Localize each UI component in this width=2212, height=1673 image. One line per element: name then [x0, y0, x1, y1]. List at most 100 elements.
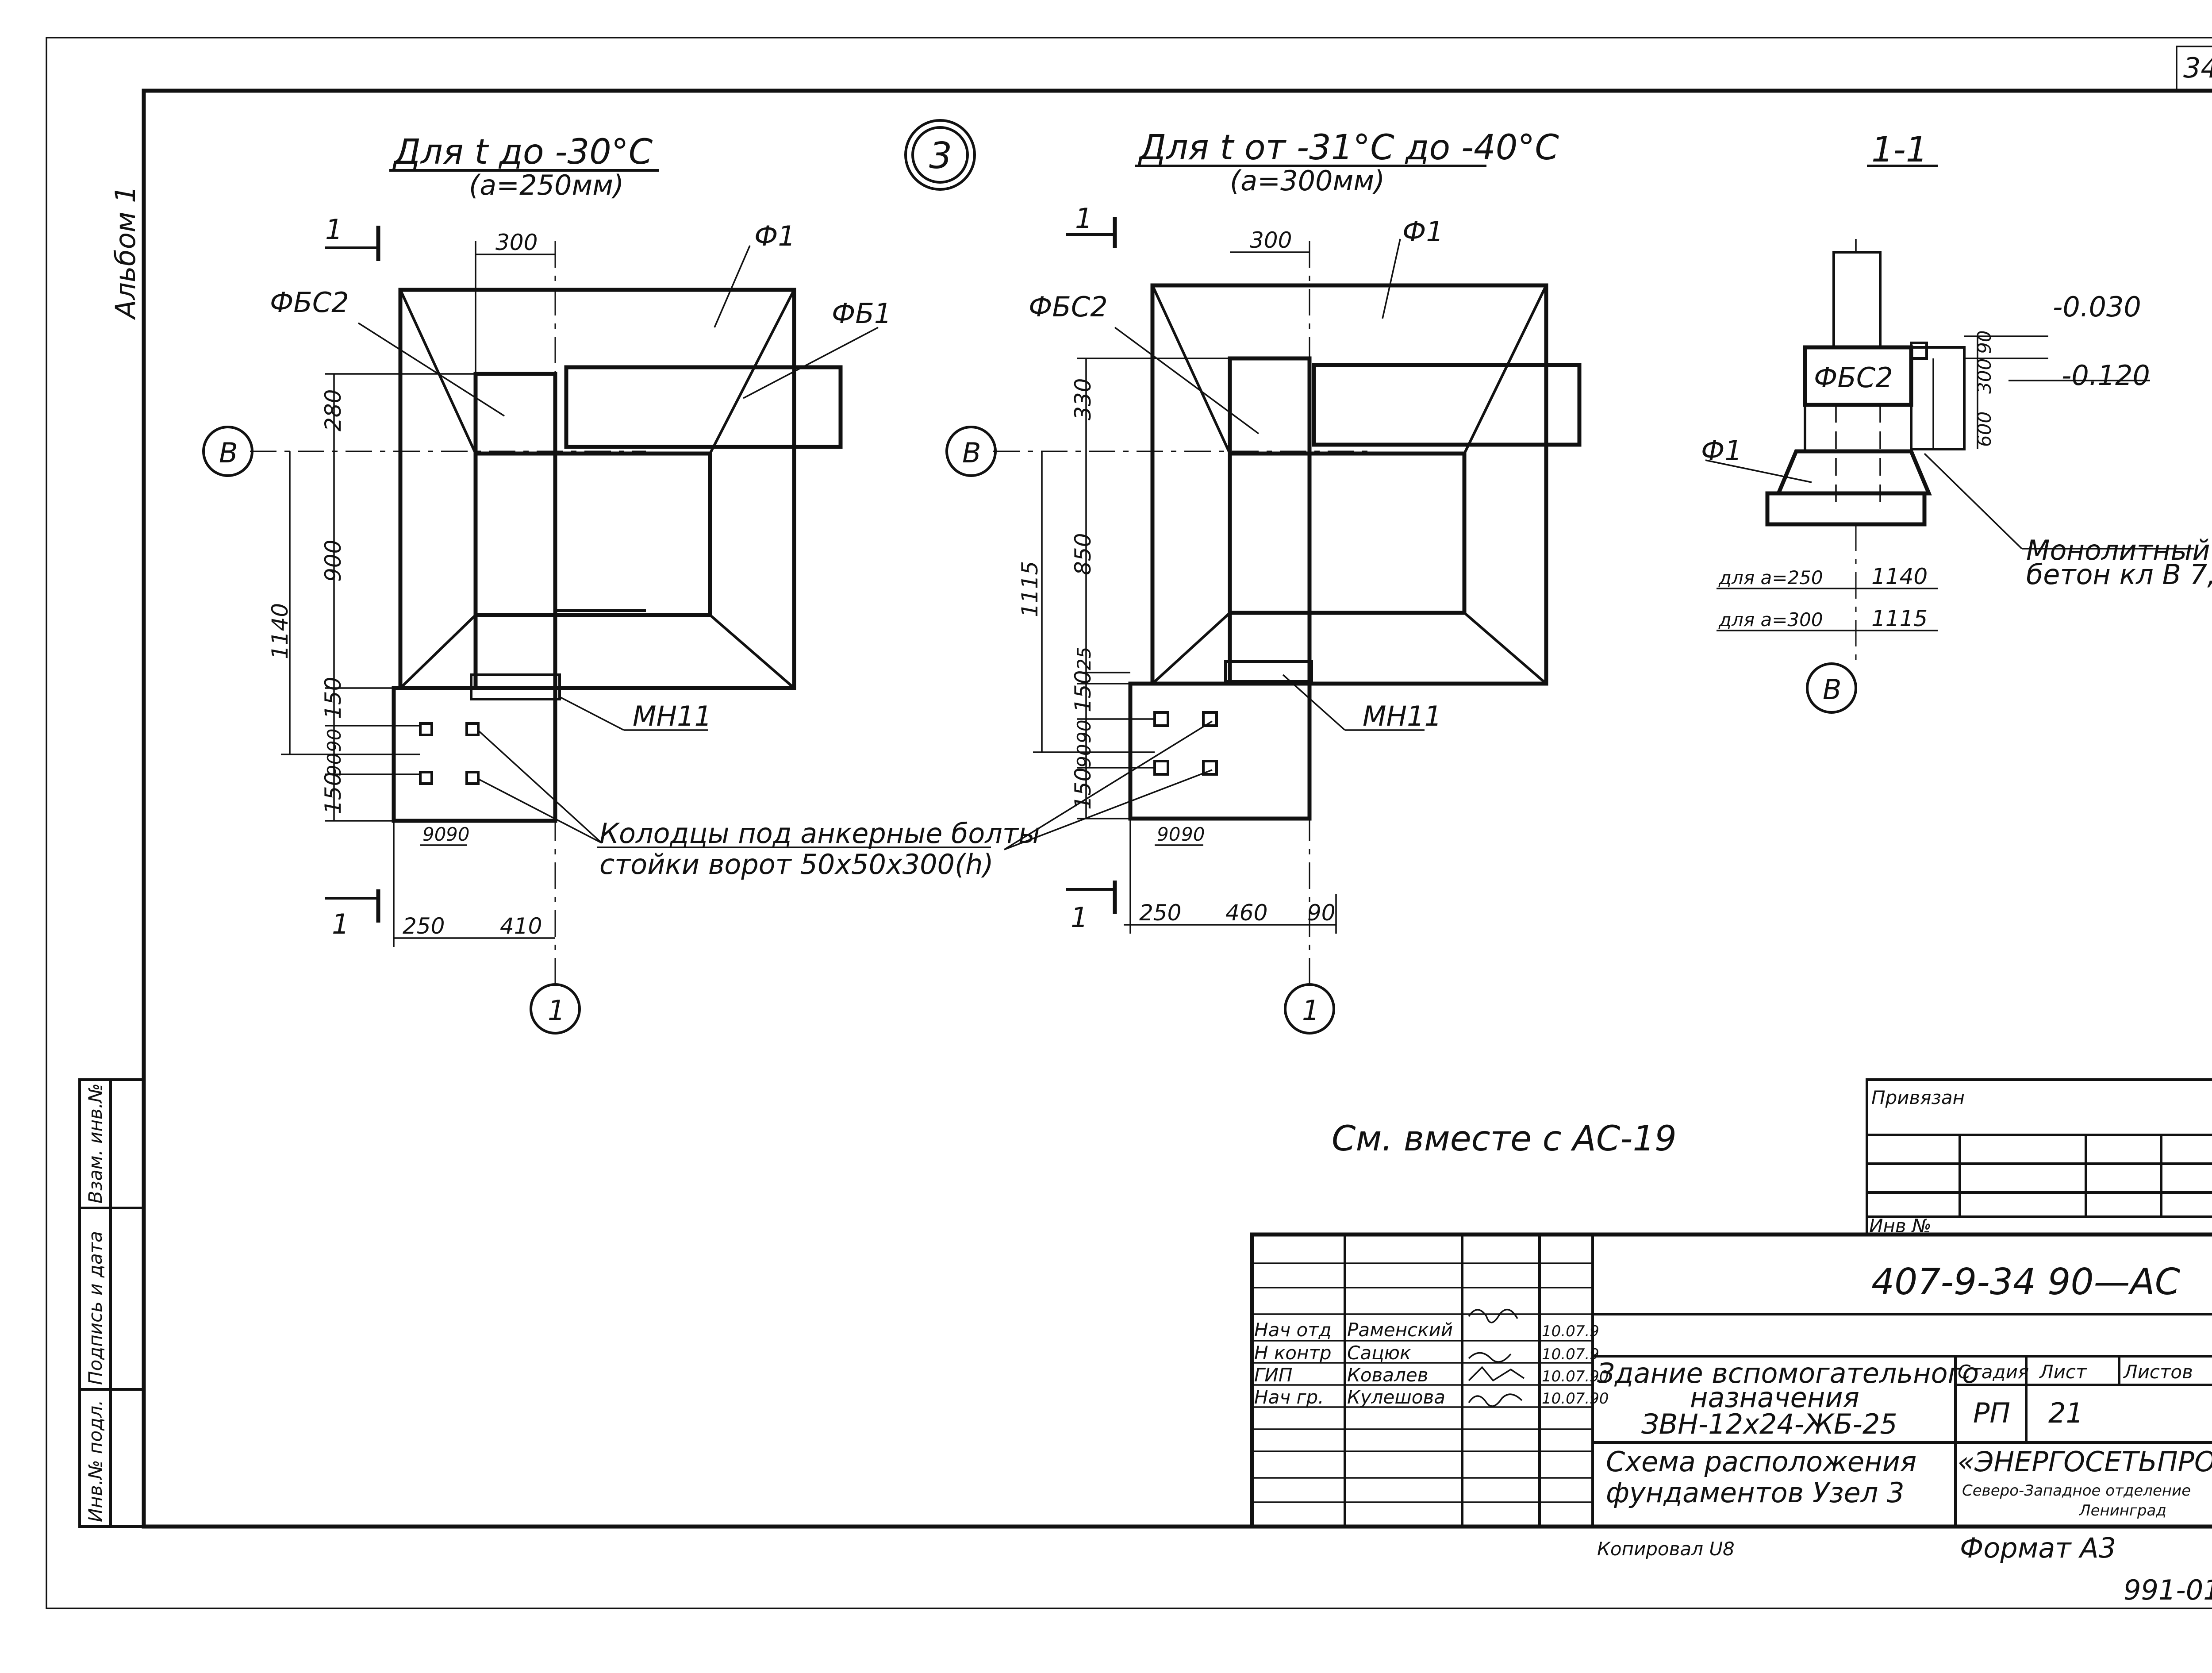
plan-right-title: Для t от -31°C до -40°C: [1138, 128, 1559, 168]
stamp-org-line1: «ЭНЕРГОСЕТЬПРОЕКТ»: [1958, 1446, 2212, 1478]
section-dim-300: 300: [1974, 358, 1995, 394]
album-label: Альбом 1: [109, 185, 142, 320]
stamp-org-line2: Северо-Западное отделение: [1962, 1482, 2191, 1500]
signature-4: [1468, 1393, 1523, 1407]
embedded-plate-mn11-left: [470, 673, 561, 700]
dim-right-bottom-90a: 90: [1157, 823, 1180, 845]
stamp-inv-no: Инв №: [1869, 1215, 1932, 1237]
dim-left-280: 280: [320, 389, 346, 431]
node-number-circle: [904, 119, 976, 191]
embedded-plate-mn11-right: [1224, 660, 1313, 683]
section-dim-600: 600: [1974, 412, 1995, 447]
dim-left-bottom-90a: 90: [422, 823, 446, 845]
section-concrete-line1: Монолитный: [2026, 534, 2210, 566]
dim-right-25: 25: [1073, 647, 1095, 670]
dim-left-900: 900: [320, 540, 346, 582]
stamp-date-4: 10.07.90: [1542, 1390, 1609, 1408]
stamp-name-4: Кулешова: [1347, 1386, 1445, 1408]
section-axis: B: [1823, 673, 1842, 706]
plan-right-axis-row: B: [962, 437, 981, 469]
section-dim-90: 90: [1974, 331, 1995, 354]
dim-right-bottom-90b: 90: [1181, 823, 1205, 845]
plan-right-axis-col: 1: [1302, 994, 1319, 1027]
stamp-doc-code: 407-9-34 90—АС: [1871, 1261, 2180, 1303]
anchor-block-right: [1128, 681, 1312, 821]
stamp-object-line1: Здание вспомогательного: [1597, 1357, 1979, 1389]
stamp-sheet-value: 21: [2048, 1397, 2083, 1429]
page-number: 34: [2183, 52, 2212, 84]
dim-left-bottom-250: 250: [403, 913, 445, 939]
plan-right-section-mark-bottom: 1: [1071, 901, 1088, 934]
stamp-role-1: Нач отд: [1254, 1319, 1332, 1341]
sheet-frame: [46, 37, 2212, 1609]
dim-left-bottom-90b: 90: [446, 823, 469, 845]
plan-left-title: Для t до -30°C: [392, 132, 653, 172]
stamp-object-line3: ЗВН-12x24-ЖБ-25: [1641, 1408, 1897, 1440]
label-fbs2-left: ФБС2: [270, 286, 349, 319]
dim-left-top-300: 300: [495, 230, 538, 255]
label-mn11-left: МН11: [633, 700, 712, 732]
plan-right: Для t от -31°C до -40°C (a=300мм): [945, 128, 1582, 1035]
dim-left-150a: 150: [320, 677, 346, 719]
section-elev-bottom: -0.120: [2062, 359, 2150, 392]
stamp-date-3: 10.07.90: [1542, 1368, 1609, 1385]
plan-left: Для t до -30°C (a=250мм): [202, 132, 879, 1035]
section-row1-value: 1140: [1871, 564, 1928, 589]
beam-right: [1312, 363, 1582, 447]
stamp-date-2: 10.07.9: [1542, 1346, 1599, 1363]
stamp-role-4: Нач гр.: [1254, 1386, 1324, 1408]
side-stamp: [78, 1078, 145, 1528]
title-block: [1250, 1078, 2212, 1529]
stamp-name-1: Раменский: [1347, 1319, 1453, 1341]
dim-right-bottom-250: 250: [1139, 900, 1181, 926]
section-footing-f1: [1765, 491, 1927, 527]
node-number: 3: [929, 135, 952, 177]
foundation-f1-right: [1150, 283, 1548, 686]
dim-right-150a: 150: [1070, 670, 1096, 712]
dim-right-90a: 90: [1073, 720, 1095, 743]
section-title: 1-1: [1871, 130, 1928, 170]
plan-left-subtitle: (a=250мм): [469, 169, 624, 201]
stamp-org-line3: Ленинград: [2078, 1502, 2166, 1519]
section-concrete-line2: бетон кл В 7,5: [2026, 558, 2212, 591]
section-row2-label: для a=300: [1718, 609, 1823, 631]
dim-right-top-300: 300: [1250, 227, 1292, 253]
dim-right-1115: 1115: [1017, 561, 1043, 617]
label-mn11-right: МН11: [1363, 700, 1442, 732]
side-stamp-replace-inv: Взам. инв.№: [84, 1083, 106, 1204]
dim-right-330: 330: [1070, 378, 1096, 420]
dim-right-150b: 150: [1070, 768, 1096, 810]
see-also-note: См. вместе с АС-19: [1332, 1119, 1677, 1159]
section-fbs2-label: ФБС2: [1814, 362, 1893, 394]
stamp-name-2: Сацюк: [1347, 1342, 1411, 1364]
stamp-object-line2: назначения: [1690, 1381, 1859, 1414]
plan-left-section-mark-top: 1: [325, 213, 342, 246]
section-elev-top: -0.030: [2053, 291, 2141, 323]
stamp-name-3: Ковалев: [1347, 1364, 1428, 1386]
footer-copied: Копировал U8: [1597, 1538, 1735, 1560]
foundation-f1-left: [398, 288, 796, 690]
stamp-sheets-header: Листов: [2123, 1361, 2193, 1383]
stamp-drawing-line2: фундаментов Узел 3: [1606, 1477, 1905, 1509]
section-row1-label: для a=250: [1718, 567, 1823, 588]
anchor-note-line1: Колодцы под анкерные болты: [599, 817, 1040, 850]
block-fbs2-left: [473, 372, 557, 690]
dim-left-bottom-410: 410: [500, 913, 542, 939]
side-stamp-signature-date: Подпись и дата: [84, 1231, 106, 1385]
label-f1-right: Ф1: [1402, 215, 1444, 248]
beam-fb1-left: [564, 365, 843, 449]
block-fbs2-right: [1228, 356, 1312, 686]
signature-1: [1468, 1308, 1518, 1323]
stamp-role-2: Н контр: [1254, 1342, 1332, 1364]
signature-3: [1468, 1366, 1525, 1382]
stamp-stage-value: РП: [1973, 1397, 2010, 1429]
stamp-sheet-header: Лист: [2039, 1361, 2087, 1383]
section-row2-value: 1115: [1871, 606, 1928, 631]
stamp-drawing-line1: Схема расположения: [1606, 1446, 1916, 1478]
plan-right-section-mark-top: 1: [1075, 202, 1092, 235]
signature-2: [1468, 1352, 1512, 1363]
dim-right-bottom-460: 460: [1225, 900, 1267, 926]
stamp-privyazan: Привязан: [1871, 1087, 1965, 1108]
dim-left-150b: 150: [320, 772, 346, 814]
